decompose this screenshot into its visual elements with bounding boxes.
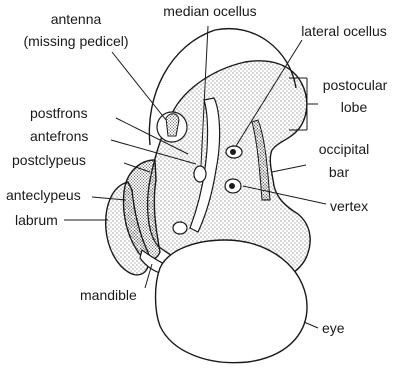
label-eye: eye: [322, 320, 345, 336]
tentorial-pit: [173, 222, 187, 234]
label-antefrons: antefrons: [30, 128, 88, 144]
label-labrum: labrum: [15, 212, 58, 228]
label-occipital: occipital: [319, 141, 370, 157]
median-ocellus: [194, 166, 206, 182]
label-antenna: antenna: [51, 11, 102, 27]
label-occipital-bar: bar: [329, 164, 350, 180]
lateral-ocellus-upper-pupil: [230, 149, 236, 155]
label-postocular-lobe: lobe: [341, 99, 368, 115]
label-anteclypeus: anteclypeus: [6, 187, 81, 203]
label-postfrons: postfrons: [30, 105, 88, 121]
label-postocular: postocular: [323, 77, 388, 93]
label-antenna-note: (missing pedicel): [23, 33, 128, 49]
label-postclypeus: postclypeus: [12, 152, 86, 168]
label-vertex: vertex: [330, 198, 368, 214]
label-lateral-ocellus: lateral ocellus: [301, 23, 387, 39]
lateral-ocellus-lower-pupil: [229, 183, 235, 189]
label-mandible: mandible: [80, 287, 137, 303]
label-median-ocellus: median ocellus: [163, 3, 256, 19]
antenna-stub: [166, 114, 179, 136]
